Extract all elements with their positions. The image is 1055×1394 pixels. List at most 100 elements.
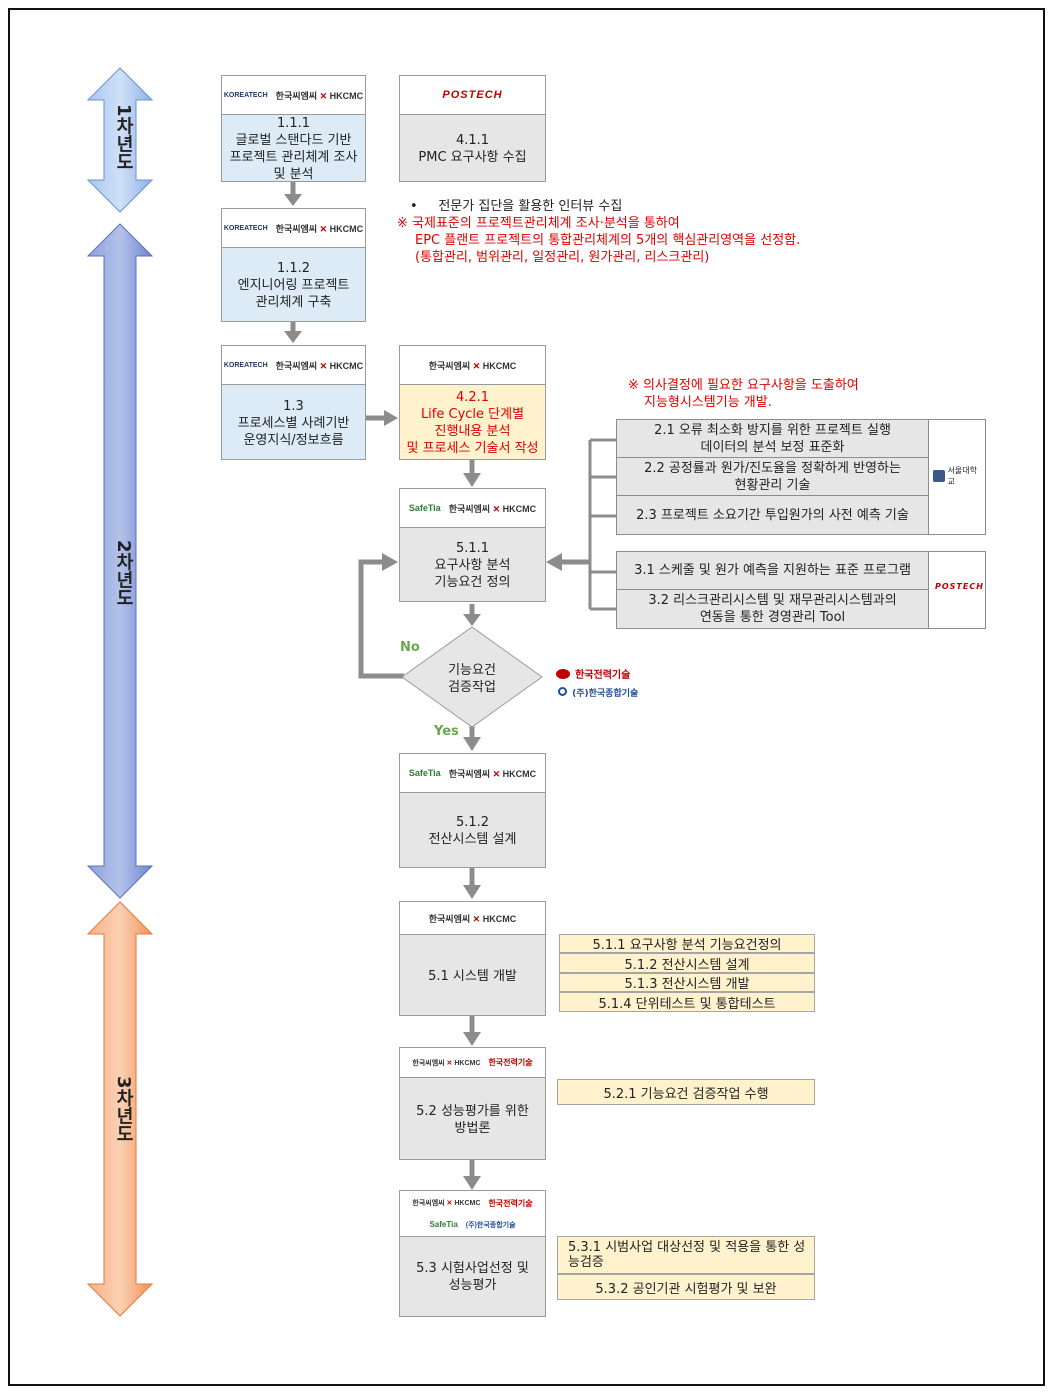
partner-logos: 한국씨엠씨 ✕ HKCMC xyxy=(400,902,545,935)
koreatech-logo: KOREATECH xyxy=(223,224,268,232)
task-number: 1.1.2 xyxy=(276,261,311,276)
task-line: PMC 요구사항 수집 xyxy=(418,150,527,165)
task-line: 관리체계 구축 xyxy=(255,295,332,310)
kengineering-logo: (주)한국종합기술 xyxy=(465,1221,516,1229)
subtask-5-1-3: 5.1.3 전산시스템 개발 xyxy=(559,973,815,992)
year2-arrow xyxy=(86,223,154,899)
kengineering-logo: (주)한국종합기술 xyxy=(558,681,638,700)
hkcmc-logo: 한국씨엠씨 ✕ HKCMC xyxy=(428,360,517,371)
hkcmc-logo: 한국씨엠씨 ✕ HKCMC xyxy=(275,90,364,101)
task-line: 및 분석 xyxy=(273,167,314,182)
snu-logo: 서울대학교 xyxy=(933,465,983,487)
year3-arrow xyxy=(86,901,154,1317)
partner-logos: KOREATECH 한국씨엠씨 ✕ HKCMC xyxy=(222,76,365,115)
kepco-logo: 한국전력기술 xyxy=(556,663,630,682)
task-line: 방법론 xyxy=(454,1120,491,1136)
page-frame xyxy=(8,8,1045,1386)
task-5-1: 한국씨엠씨 ✕ HKCMC 5.1 시스템 개발 xyxy=(399,901,546,1016)
subtask-5-3-2: 5.3.2 공인기관 시험평가 및 보완 xyxy=(557,1274,815,1300)
decision-label: 기능요건 검증작업 xyxy=(448,663,496,695)
subtask-5-2-1: 5.2.1 기능요건 검증작업 수행 xyxy=(557,1079,815,1105)
hkcmc-logo: 한국씨엠씨 ✕ HKCMC xyxy=(428,913,517,924)
task-line: 전산시스템 설계 xyxy=(428,832,517,847)
task-line: 글로벌 스탠다드 기반 xyxy=(235,133,352,148)
task-number: 5.1.1 xyxy=(455,541,490,556)
postech-item: 3.1 스케줄 및 원가 예측을 지원하는 표준 프로그램 xyxy=(617,552,929,590)
partner-logos: POSTECH xyxy=(400,76,545,115)
task-line: 기능요건 정의 xyxy=(434,575,511,590)
task-4-1-1: POSTECH 4.1.1 PMC 요구사항 수집 xyxy=(399,75,546,182)
kengineering-emblem-icon xyxy=(558,687,567,696)
subtask-5-1-4: 5.1.4 단위테스트 및 통합테스트 xyxy=(559,992,815,1012)
task-line: 운영지식/정보흐름 xyxy=(243,432,344,448)
task-1-3: KOREATECH 한국씨엠씨 ✕ HKCMC 1.3 프로세스별 사례기반 운… xyxy=(221,345,366,460)
year3-label: 3차년도 xyxy=(113,1076,134,1143)
hkcmc-logo: 한국씨엠씨 ✕ HKCMC xyxy=(412,1200,481,1207)
kepco-logo: 한국전력기술 xyxy=(488,1198,533,1208)
task-line: 성능평가 xyxy=(448,1277,497,1293)
kepco-emblem-icon xyxy=(556,668,570,679)
task-number: 5.1.2 xyxy=(455,815,490,830)
partner-logos: KOREATECH 한국씨엠씨 ✕ HKCMC xyxy=(222,209,365,248)
partner-logos: 한국씨엠씨 ✕ HKCMC xyxy=(400,346,545,385)
task-1-1-2: KOREATECH 한국씨엠씨 ✕ HKCMC 1.1.2 엔지니어링 프로젝트… xyxy=(221,208,366,322)
task-line: 엔지니어링 프로젝트 xyxy=(237,278,350,293)
task-number: 1.1.1 xyxy=(276,116,311,131)
postech-group: 3.1 스케줄 및 원가 예측을 지원하는 표준 프로그램 3.2 리스크관리시… xyxy=(616,551,986,629)
hkcmc-logo: 한국씨엠씨 ✕ HKCMC xyxy=(448,768,537,779)
decision-diamond xyxy=(401,626,543,728)
task-5-1-1: SafeTia 한국씨엠씨 ✕ HKCMC 5.1.1 요구사항 분석 기능요건… xyxy=(399,488,546,602)
koreatech-logo: KOREATECH xyxy=(223,361,268,369)
task-line: 5.1 시스템 개발 xyxy=(428,968,517,984)
postech-logo: POSTECH xyxy=(935,582,984,591)
year2-label: 2차년도 xyxy=(113,540,134,607)
hkcmc-logo: 한국씨엠씨 ✕ HKCMC xyxy=(275,223,364,234)
subtask-5-1-2: 5.1.2 전산시스템 설계 xyxy=(559,953,815,973)
safetia-logo: SafeTia xyxy=(408,768,441,778)
partner-logos: 한국씨엠씨 ✕ HKCMC 한국전력기술 xyxy=(400,1048,545,1078)
task-line: 요구사항 분석 xyxy=(434,558,511,573)
kepco-logo: 한국전력기술 xyxy=(488,1058,533,1067)
partner-logos: SafeTia 한국씨엠씨 ✕ HKCMC xyxy=(400,489,545,528)
note-standards: ※ 국제표준의 프로젝트관리체계 조사·분석을 통하여 EPC 플랜트 프로젝트… xyxy=(397,216,801,265)
task-number: 4.2.1 xyxy=(455,390,490,405)
no-label: No xyxy=(400,640,420,655)
postech-logo: POSTECH xyxy=(442,89,503,101)
hkcmc-logo: 한국씨엠씨 ✕ HKCMC xyxy=(412,1059,481,1067)
partner-logos: SafeTia 한국씨엠씨 ✕ HKCMC xyxy=(400,754,545,793)
task-5-1-2: SafeTia 한국씨엠씨 ✕ HKCMC 5.1.2 전산시스템 설계 xyxy=(399,753,546,868)
hkcmc-logo: 한국씨엠씨 ✕ HKCMC xyxy=(448,503,537,514)
year1-arrow xyxy=(86,67,154,213)
task-line: 5.3 시험사업선정 및 xyxy=(416,1260,529,1276)
yes-label: Yes xyxy=(434,724,459,739)
safetia-logo: SafeTia xyxy=(429,1220,458,1229)
task-number: 1.3 xyxy=(283,398,304,414)
safetia-logo: SafeTia xyxy=(408,503,441,513)
task-5-2: 한국씨엠씨 ✕ HKCMC 한국전력기술 5.2 성능평가를 위한 방법론 xyxy=(399,1047,546,1160)
subtask-5-3-1: 5.3.1 시범사업 대상선정 및 적용을 통한 성능검증 xyxy=(557,1236,815,1274)
task-line: 프로세스별 사례기반 xyxy=(237,415,350,431)
snu-emblem-icon xyxy=(933,470,945,482)
note-interview: • 전문가 집단을 활용한 인터뷰 수집 xyxy=(410,199,623,214)
task-number: 4.1.1 xyxy=(455,133,490,148)
task-4-2-1: 한국씨엠씨 ✕ HKCMC 4.2.1 Life Cycle 단계별 진행내용 … xyxy=(399,345,546,460)
snu-item: 2.3 프로젝트 소요기간 투입원가의 사전 예측 기술 xyxy=(617,496,929,534)
task-line: 진행내용 분석 xyxy=(434,424,511,439)
partner-logos: 한국씨엠씨 ✕ HKCMC 한국전력기술 SafeTia (주)한국종합기술 xyxy=(400,1191,545,1237)
koreatech-logo: KOREATECH xyxy=(223,91,268,99)
subtask-5-1-1: 5.1.1 요구사항 분석 기능요건정의 xyxy=(559,934,815,953)
task-5-3: 한국씨엠씨 ✕ HKCMC 한국전력기술 SafeTia (주)한국종합기술 5… xyxy=(399,1190,546,1317)
task-line: 5.2 성능평가를 위한 xyxy=(416,1103,529,1119)
year1-label: 1차년도 xyxy=(113,104,134,171)
task-line: Life Cycle 단계별 xyxy=(420,407,525,422)
note-decision: ※ 의사결정에 필요한 요구사항을 도출하여 지능형시스템기능 개발. xyxy=(628,378,859,410)
task-1-1-1: KOREATECH 한국씨엠씨 ✕ HKCMC 1.1.1 글로벌 스탠다드 기… xyxy=(221,75,366,182)
task-line: 및 프로세스 기술서 작성 xyxy=(406,441,539,456)
task-line: 프로젝트 관리체계 조사 xyxy=(229,150,358,165)
partner-logos: KOREATECH 한국씨엠씨 ✕ HKCMC xyxy=(222,346,365,385)
hkcmc-logo: 한국씨엠씨 ✕ HKCMC xyxy=(275,360,364,371)
